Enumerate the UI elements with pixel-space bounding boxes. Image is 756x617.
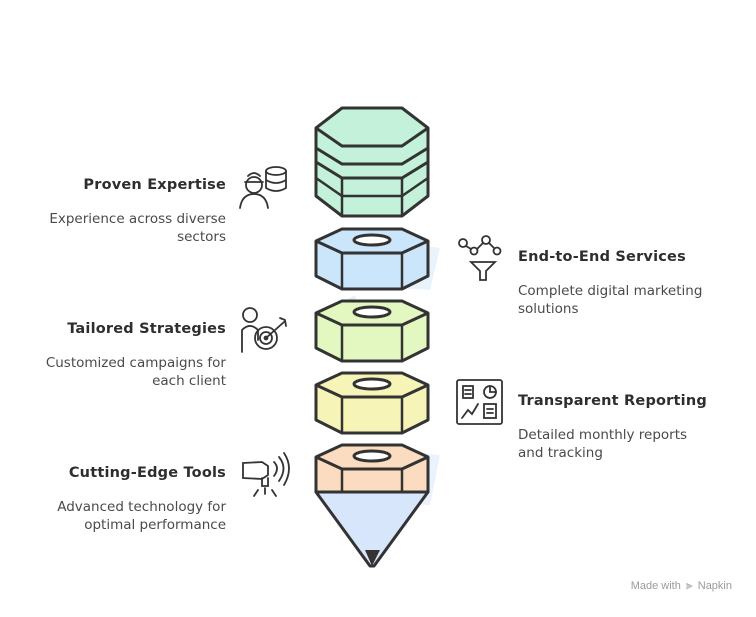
drill-tool-icon — [242, 452, 290, 497]
item-cutting-edge-tools: Cutting-Edge Tools Advanced technology f… — [0, 465, 226, 534]
made-with-napkin-watermark: Made with ⫸ Napkin — [631, 578, 732, 593]
item-desc: Advanced technology for optimal performa… — [57, 499, 226, 533]
item-desc: Experience across diverse sectors — [49, 211, 226, 245]
item-tailored-strategies: Tailored Strategies Customized campaigns… — [0, 321, 226, 390]
pencil-segments — [314, 227, 430, 507]
item-desc: Complete digital marketing solutions — [518, 283, 703, 317]
item-title: End-to-End Services — [518, 249, 686, 265]
item-transparent-reporting: Transparent Reporting Detailed monthly r… — [518, 393, 756, 462]
napkin-logo-icon: ⫸ — [685, 578, 693, 592]
item-title: Tailored Strategies — [67, 321, 226, 337]
watermark-brand: Napkin — [697, 580, 732, 592]
pencil-tip — [314, 490, 430, 568]
worker-database-icon — [239, 166, 287, 209]
segment-tailored-strategies — [314, 299, 430, 363]
item-end-to-end-services: End-to-End Services Complete digital mar… — [518, 249, 756, 318]
person-target-icon — [241, 307, 287, 353]
item-desc: Customized campaigns for each client — [45, 355, 226, 389]
report-dashboard-icon — [456, 379, 503, 425]
item-desc: Detailed monthly reports and tracking — [518, 427, 688, 461]
item-title: Transparent Reporting — [518, 393, 707, 409]
watermark-prefix: Made with — [630, 580, 681, 592]
network-funnel-icon — [458, 235, 502, 281]
pencil-cap — [314, 106, 430, 218]
segment-end-to-end-services — [314, 227, 430, 291]
item-title: Proven Expertise — [83, 177, 226, 193]
segment-transparent-reporting — [314, 371, 430, 435]
item-title: Cutting-Edge Tools — [68, 465, 226, 481]
item-proven-expertise: Proven Expertise Experience across diver… — [0, 177, 226, 246]
